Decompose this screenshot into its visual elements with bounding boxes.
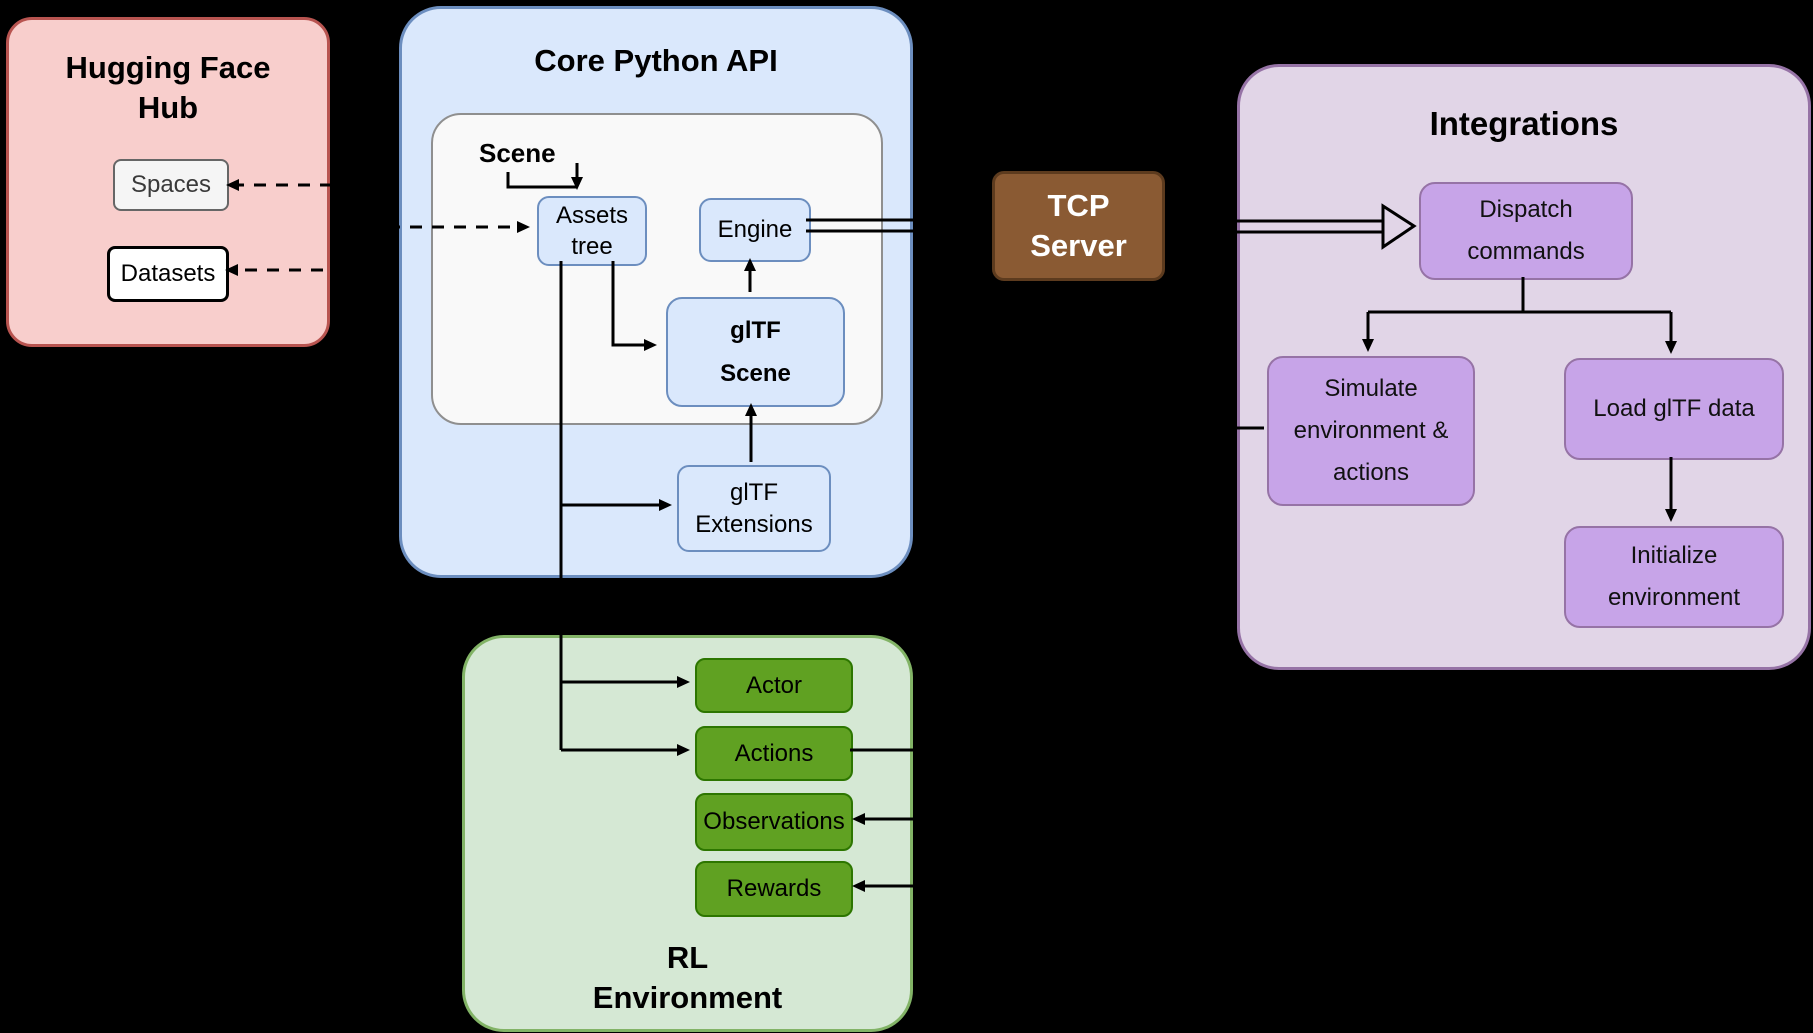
engine-node: Engine bbox=[699, 198, 811, 262]
core-python-api-container: Core Python API Scene Assets tree Engine… bbox=[399, 6, 913, 578]
scene-group: Scene Assets tree Engine glTF Scene bbox=[431, 113, 883, 425]
hugging-face-hub-title: Hugging Face Hub bbox=[65, 50, 271, 125]
integrations-container: Integrations Dispatch commands Simulate … bbox=[1237, 64, 1811, 670]
spaces-node: Spaces bbox=[113, 159, 229, 211]
core-python-api-title: Core Python API bbox=[534, 43, 778, 78]
scene-group-label: Scene bbox=[479, 138, 556, 168]
actions-node: Actions bbox=[695, 726, 853, 781]
tcp-server-node: TCP Server bbox=[992, 171, 1165, 281]
actor-node: Actor bbox=[695, 658, 853, 713]
gltf-scene-node: glTF Scene bbox=[666, 297, 845, 407]
simulate-environment-node: Simulate environment & actions bbox=[1267, 356, 1475, 506]
assets-tree-node: Assets tree bbox=[537, 196, 647, 266]
observations-node: Observations bbox=[695, 793, 853, 851]
load-gltf-data-node: Load glTF data bbox=[1564, 358, 1784, 460]
hugging-face-hub-container: Hugging Face Hub Spaces Datasets bbox=[6, 17, 330, 347]
gltf-extensions-node: glTF Extensions bbox=[677, 465, 831, 552]
integrations-title: Integrations bbox=[1429, 105, 1619, 142]
rewards-node: Rewards bbox=[695, 861, 853, 917]
initialize-environment-node: Initialize environment bbox=[1564, 526, 1784, 628]
datasets-node: Datasets bbox=[107, 246, 229, 302]
dispatch-commands-node: Dispatch commands bbox=[1419, 182, 1633, 280]
rl-environment-title: RL Environment bbox=[592, 940, 783, 1015]
rl-environment-container: Actor Actions Observations Rewards RL En… bbox=[462, 635, 913, 1032]
